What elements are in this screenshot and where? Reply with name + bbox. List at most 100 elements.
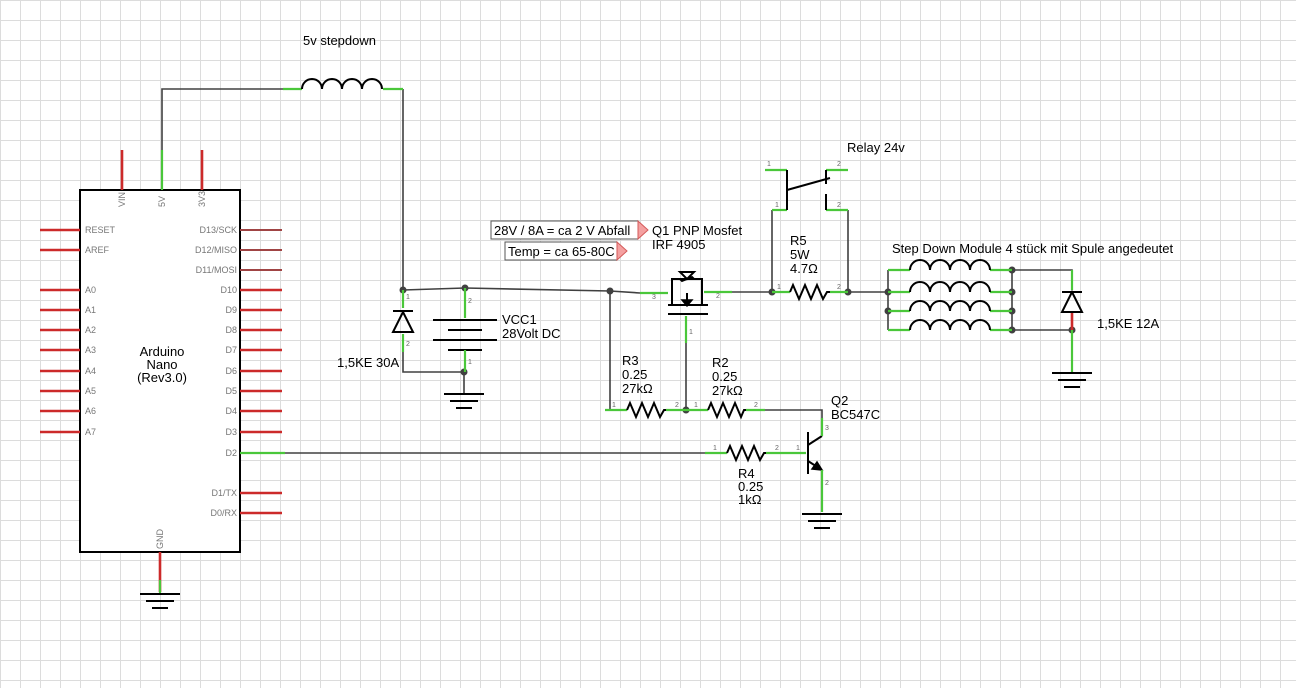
pin-num: 1 xyxy=(796,445,800,452)
pin-label-3v3: 3V3 xyxy=(197,191,207,207)
arduino-nano[interactable]: VIN 5V 3V3 GND RESET AREF A0 A1 A2 A3 A4… xyxy=(40,150,285,592)
pin-label-aref: AREF xyxy=(85,245,110,255)
pin-num: 2 xyxy=(754,402,758,409)
pin-num: 2 xyxy=(406,341,410,348)
resistor-r3[interactable]: 1 2 xyxy=(605,400,686,420)
resistor-r4[interactable]: 1 2 xyxy=(705,443,786,463)
vcc-value: 28Volt DC xyxy=(502,326,561,341)
pin-num: 1 xyxy=(612,402,616,409)
pin-num: 1 xyxy=(775,202,779,209)
vcc-name: VCC1 xyxy=(502,312,537,327)
wire-5v-to-inductor xyxy=(161,88,283,150)
arduino-title-line3: (Rev3.0) xyxy=(137,370,187,385)
pin-num: 2 xyxy=(837,284,841,291)
r4-value: 1kΩ xyxy=(738,492,762,507)
transistor-q2[interactable]: 3 2 1 xyxy=(786,418,829,512)
modules-label: Step Down Module 4 stück mit Spule anged… xyxy=(892,241,1174,256)
r2-power: 0.25 xyxy=(712,369,737,384)
ground-symbol-vcc xyxy=(444,372,484,409)
r5-value: 4.7Ω xyxy=(790,261,818,276)
r4-power: 0.25 xyxy=(738,479,763,494)
diode-left[interactable]: 1 2 xyxy=(391,290,415,352)
stepdown-inductor[interactable] xyxy=(283,78,403,91)
pin-num: 1 xyxy=(713,445,717,452)
arduino-title-line1: Arduino xyxy=(140,344,185,359)
pin-num: 1 xyxy=(777,284,781,291)
wire-r2-to-q2 xyxy=(765,409,823,420)
pin-label-d4: D4 xyxy=(225,406,237,416)
stepdown-modules[interactable] xyxy=(888,259,1012,332)
diode-right-label: 1,5KE 12A xyxy=(1097,316,1159,331)
module-coil xyxy=(888,281,1012,294)
module-coil xyxy=(888,259,1012,272)
arduino-title-line2: Nano xyxy=(146,357,177,372)
r3-power: 0.25 xyxy=(622,367,647,382)
pin-label-d8: D8 xyxy=(225,325,237,335)
q2-name: Q2 xyxy=(831,393,848,408)
pin-label-vin: VIN xyxy=(117,192,127,207)
pin-label-a5: A5 xyxy=(85,386,96,396)
r3-name: R3 xyxy=(622,353,639,368)
relay-switch[interactable]: 1 2 1 2 xyxy=(765,161,848,212)
relay-label: Relay 24v xyxy=(847,140,905,155)
wire-main-rail xyxy=(402,287,641,294)
r5-name: R5 xyxy=(790,233,807,248)
pin-label-a4: A4 xyxy=(85,366,96,376)
wire-diode-right-top xyxy=(1012,269,1073,285)
module-coil xyxy=(888,319,1012,332)
pin-num: 2 xyxy=(837,202,841,209)
note-voltage-drop[interactable]: 28V / 8A = ca 2 V Abfall xyxy=(490,219,649,241)
pin-num: 1 xyxy=(406,294,410,301)
pin-num: 1 xyxy=(689,329,693,336)
pin-num: 2 xyxy=(825,480,829,487)
pin-label-a7: A7 xyxy=(85,427,96,437)
pin-label-d5: D5 xyxy=(225,386,237,396)
pin-label-d6: D6 xyxy=(225,366,237,376)
pin-label-d7: D7 xyxy=(225,345,237,355)
pin-label-5v: 5V xyxy=(157,196,167,207)
pin-num: 2 xyxy=(468,298,472,305)
pin-num: 3 xyxy=(652,294,656,301)
pin-label-d3: D3 xyxy=(225,427,237,437)
pin-num: 2 xyxy=(675,402,679,409)
mosfet-q1[interactable]: 3 2 1 xyxy=(640,271,732,343)
pin-label-d13: D13/SCK xyxy=(199,225,237,235)
pin-label-a2: A2 xyxy=(85,325,96,335)
module-coil xyxy=(888,300,1012,313)
pin-label-d11: D11/MOSI xyxy=(196,265,237,275)
arduino-body xyxy=(79,189,241,553)
note-temperature-text: Temp = ca 65-80C xyxy=(508,244,615,259)
r2-value: 27kΩ xyxy=(712,383,743,398)
ground-symbol-q2 xyxy=(802,513,842,529)
resistor-r5[interactable]: 1 2 xyxy=(772,282,848,302)
pin-label-gnd: GND xyxy=(155,529,165,550)
pin-label-reset: RESET xyxy=(85,225,116,235)
junction-dot xyxy=(606,287,614,295)
pin-label-a3: A3 xyxy=(85,345,96,355)
pin-num: 3 xyxy=(825,425,829,432)
pin-num: 2 xyxy=(837,161,841,168)
diode-right[interactable] xyxy=(1060,270,1084,372)
note-voltage-drop-text: 28V / 8A = ca 2 V Abfall xyxy=(494,223,630,238)
diode-left-label: 1,5KE 30A xyxy=(337,355,399,370)
pin-num: 2 xyxy=(775,445,779,452)
q2-part: BC547C xyxy=(831,407,880,422)
r5-power: 5W xyxy=(790,247,810,262)
r4-name: R4 xyxy=(738,466,755,481)
q1-name: Q1 PNP Mosfet xyxy=(652,223,742,238)
ground-symbol-arduino xyxy=(140,580,180,609)
pin-num: 2 xyxy=(716,293,720,300)
resistor-r2[interactable]: 1 2 xyxy=(686,400,765,420)
pin-label-d2: D2 xyxy=(225,448,237,458)
pin-num: 1 xyxy=(468,359,472,366)
ground-symbol-right xyxy=(1052,372,1092,388)
pin-num: 1 xyxy=(767,161,771,168)
vcc-battery[interactable]: 2 1 xyxy=(433,288,497,372)
r2-name: R2 xyxy=(712,355,729,370)
stepdown-label: 5v stepdown xyxy=(303,33,376,48)
pin-label-d0: D0/RX xyxy=(210,508,237,518)
pin-label-d9: D9 xyxy=(225,305,237,315)
pin-label-a0: A0 xyxy=(85,285,96,295)
note-temperature[interactable]: Temp = ca 65-80C xyxy=(504,240,628,262)
